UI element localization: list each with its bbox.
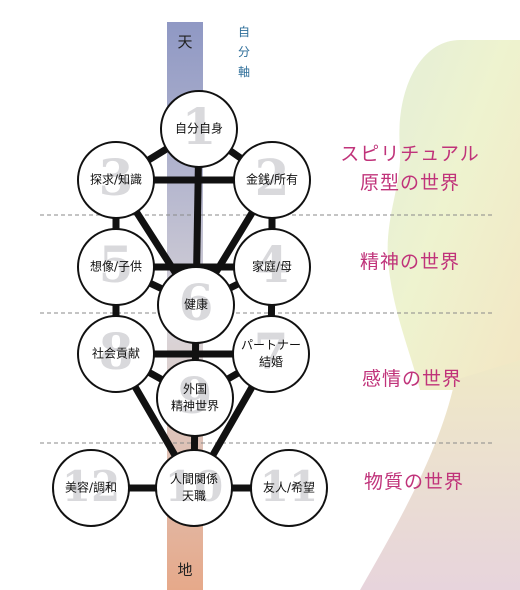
world-label-mental: 精神の世界 — [360, 251, 460, 273]
node-label: 友人/希望 — [263, 480, 315, 495]
node-number: 4 — [255, 235, 290, 294]
node-circle — [77, 141, 155, 219]
node-circle — [160, 90, 238, 168]
axis-top-label: 天 — [177, 33, 192, 51]
node-number: 5 — [99, 235, 134, 294]
node-label: パートナー — [241, 338, 301, 352]
axis-bottom-label: 地 — [177, 561, 192, 579]
node-label: 家庭/母 — [252, 259, 292, 274]
node-2: 2金銭/所有 — [233, 141, 311, 219]
node-label: 結婚 — [259, 355, 283, 369]
node-6: 6健康 — [157, 266, 235, 344]
node-number: 11 — [260, 462, 318, 511]
axis-side-label-3: 軸 — [238, 65, 250, 79]
tree-trunk — [360, 360, 520, 590]
node-label: 天職 — [182, 489, 206, 503]
node-label: 社会貢献 — [92, 346, 140, 361]
node-5: 5想像/子供 — [77, 228, 155, 306]
node-circle — [250, 449, 328, 527]
axis-side-label-2: 分 — [238, 45, 250, 59]
node-number: 2 — [255, 148, 290, 207]
world-label-emotional: 感情の世界 — [362, 368, 462, 390]
node-label: 自分自身 — [175, 121, 223, 136]
node-circle — [52, 449, 130, 527]
node-label: 人間関係 — [170, 472, 218, 486]
world-label-spiritual-2: 原型の世界 — [360, 172, 460, 194]
node-number: 9 — [178, 366, 213, 425]
node-number: 1 — [182, 97, 217, 156]
node-label: 美容/調和 — [65, 480, 117, 495]
node-circle — [77, 315, 155, 393]
sephira-nodes: 1自分自身2金銭/所有3探求/知識4家庭/母5想像/子供6健康7パートナー結婚8… — [52, 90, 328, 527]
world-label-spiritual-1: スピリチュアル — [340, 143, 479, 165]
node-3: 3探求/知識 — [77, 141, 155, 219]
node-number: 3 — [99, 148, 134, 207]
node-circle — [156, 359, 234, 437]
node-number: 8 — [99, 322, 134, 381]
node-circle — [155, 449, 233, 527]
node-circle — [233, 228, 311, 306]
node-circle — [77, 228, 155, 306]
world-label-physical: 物質の世界 — [364, 471, 464, 493]
node-number: 12 — [62, 462, 120, 511]
node-label: 精神世界 — [171, 399, 219, 413]
node-label: 健康 — [184, 297, 208, 312]
node-circle — [157, 266, 235, 344]
node-label: 想像/子供 — [90, 259, 142, 274]
axis-side-label-1: 自 — [238, 25, 250, 39]
node-4: 4家庭/母 — [233, 228, 311, 306]
node-number: 7 — [254, 322, 289, 381]
node-circle — [233, 141, 311, 219]
node-number: 10 — [165, 462, 223, 511]
node-circle — [232, 315, 310, 393]
node-label: 外国 — [183, 382, 207, 396]
node-label: 金銭/所有 — [246, 172, 298, 187]
node-number: 6 — [179, 273, 214, 332]
node-label: 探求/知識 — [90, 173, 142, 187]
background-tree — [360, 40, 520, 590]
